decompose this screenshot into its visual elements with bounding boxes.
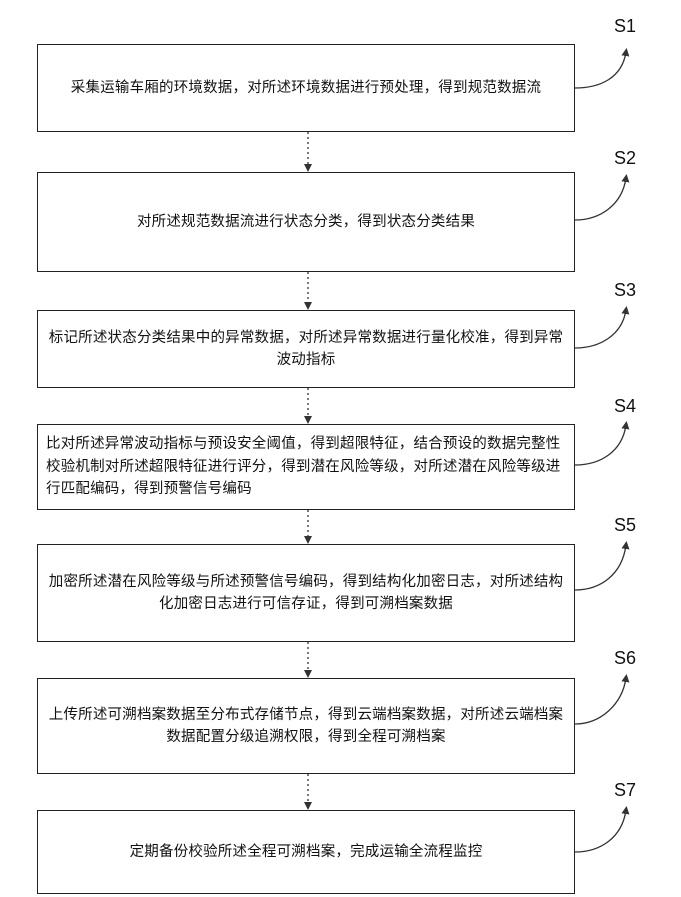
step-label-s6: S6: [614, 648, 636, 669]
leader-s3: [575, 310, 626, 348]
step-text-s1: 采集运输车厢的环境数据，对所述环境数据进行预处理，得到规范数据流: [71, 77, 541, 99]
leader-s5: [575, 545, 626, 590]
leader-s2: [575, 178, 626, 220]
step-box-s4: 比对所述异常波动指标与预设安全阈值，得到超限特征，结合预设的数据完整性校验机制对…: [37, 424, 575, 510]
step-text-s7: 定期备份校验所述全程可溯档案，完成运输全流程监控: [130, 841, 483, 863]
leader-s4: [575, 425, 626, 465]
step-text-s2: 对所述规范数据流进行状态分类，得到状态分类结果: [137, 211, 475, 233]
step-text-s4: 比对所述异常波动指标与预设安全阈值，得到超限特征，结合预设的数据完整性校验机制对…: [46, 433, 566, 500]
leader-s7: [575, 810, 626, 852]
step-box-s6: 上传所述可溯档案数据至分布式存储节点，得到云端档案数据，对所述云端档案数据配置分…: [37, 678, 575, 774]
leader-s6: [575, 678, 626, 724]
step-label-s7: S7: [614, 780, 636, 801]
step-box-s5: 加密所述潜在风险等级与所述预警信号编码，得到结构化加密日志，对所述结构化加密日志…: [37, 544, 575, 642]
step-box-s1: 采集运输车厢的环境数据，对所述环境数据进行预处理，得到规范数据流: [37, 44, 575, 132]
step-text-s6: 上传所述可溯档案数据至分布式存储节点，得到云端档案数据，对所述云端档案数据配置分…: [46, 704, 566, 749]
leader-s1: [575, 52, 626, 88]
step-label-s4: S4: [614, 396, 636, 417]
step-label-s2: S2: [614, 148, 636, 169]
step-box-s3: 标记所述状态分类结果中的异常数据，对所述异常数据进行量化校准，得到异常波动指标: [37, 310, 575, 388]
step-box-s2: 对所述规范数据流进行状态分类，得到状态分类结果: [37, 172, 575, 272]
step-label-s1: S1: [614, 16, 636, 37]
step-text-s3: 标记所述状态分类结果中的异常数据，对所述异常数据进行量化校准，得到异常波动指标: [46, 327, 566, 372]
step-label-s5: S5: [614, 515, 636, 536]
step-label-s3: S3: [614, 280, 636, 301]
step-box-s7: 定期备份校验所述全程可溯档案，完成运输全流程监控: [37, 810, 575, 894]
step-text-s5: 加密所述潜在风险等级与所述预警信号编码，得到结构化加密日志，对所述结构化加密日志…: [46, 571, 566, 616]
